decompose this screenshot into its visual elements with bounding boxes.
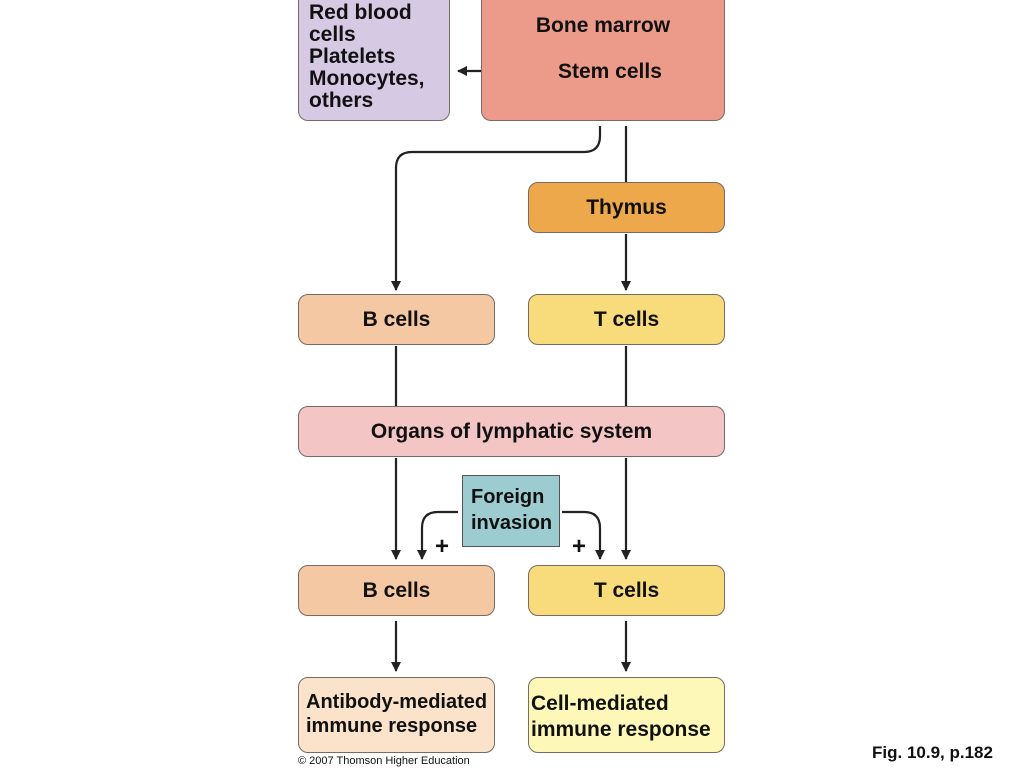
t-cells-label-1: T cells xyxy=(593,307,660,331)
rbc-platelets-box: Red blood cells Platelets Monocytes, oth… xyxy=(298,0,450,121)
b-cells-box-2: B cells xyxy=(298,565,495,616)
arrow-foreign-to-tcells2 xyxy=(562,510,605,560)
plus-sign-left: + xyxy=(434,533,449,560)
cell-mediated-line-1: Cell-mediated xyxy=(531,692,669,715)
antibody-line-1: Antibody-mediated xyxy=(306,691,488,713)
antibody-mediated-box: Antibody-mediated immune response xyxy=(298,677,495,753)
t-cells-box-1: T cells xyxy=(528,294,725,345)
plus-sign-right: + xyxy=(571,533,586,560)
foreign-line-1: Foreign xyxy=(471,486,545,508)
b-cells-box-1: B cells xyxy=(298,294,495,345)
copyright-credit: © 2007 Thomson Higher Education xyxy=(298,755,470,767)
rbc-line-5: others xyxy=(309,89,374,112)
foreign-invasion-box: Foreign invasion xyxy=(462,475,560,547)
cell-mediated-box: Cell-mediated immune response xyxy=(528,677,725,753)
thymus-label: Thymus xyxy=(586,195,667,219)
bone-marrow-label: Bone marrow xyxy=(535,14,671,37)
rbc-line-1: Red blood xyxy=(309,1,412,24)
rbc-line-4: Monocytes, xyxy=(309,67,425,90)
arrow-marrow-to-bcells xyxy=(391,126,602,291)
bone-marrow-box: Bone marrow Stem cells xyxy=(481,0,725,121)
arrow-foreign-to-bcells2 xyxy=(417,510,458,560)
lymphatic-organs-box: Organs of lymphatic system xyxy=(298,406,725,457)
figure-reference: Fig. 10.9, p.182 xyxy=(872,743,993,762)
stem-cells-label: Stem cells xyxy=(558,60,662,83)
antibody-line-2: immune response xyxy=(306,715,478,737)
rbc-line-3: Platelets xyxy=(309,45,396,68)
b-cells-label-2: B cells xyxy=(362,578,431,602)
t-cells-label-2: T cells xyxy=(593,578,660,602)
lymphatic-organs-label: Organs of lymphatic system xyxy=(370,419,653,443)
t-cells-box-2: T cells xyxy=(528,565,725,616)
foreign-line-2: invasion xyxy=(471,512,553,534)
b-cells-label-1: B cells xyxy=(362,307,431,331)
cell-mediated-line-2: immune response xyxy=(531,718,711,741)
rbc-line-2: cells xyxy=(309,23,356,46)
thymus-box: Thymus xyxy=(528,182,725,233)
